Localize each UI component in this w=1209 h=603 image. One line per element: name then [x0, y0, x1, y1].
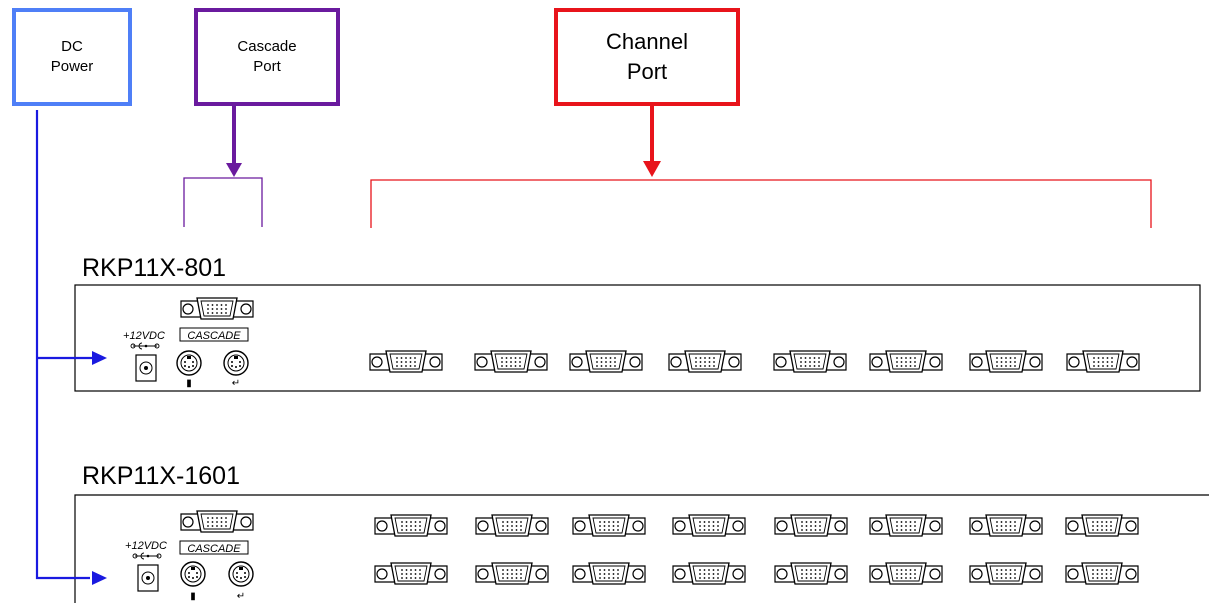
cascade-label-frame-1601 — [179, 540, 249, 555]
dc-arrowhead-801 — [92, 351, 107, 365]
channel-bracket — [370, 179, 1152, 228]
dc-power-label-line2: Power — [50, 58, 94, 75]
channel-port-1601-14 — [869, 562, 943, 585]
channel-port-1601-3 — [572, 514, 646, 537]
channel-port-label-box: Channel Port — [554, 8, 740, 106]
channel-port-label-line1: Channel — [606, 29, 688, 55]
channel-port-label-line2: Port — [626, 59, 668, 84]
mouse-icon-801: ↵ — [232, 378, 240, 389]
polarity-icon-1601 — [132, 552, 162, 560]
cascade-port-label-line2: Port — [253, 58, 281, 75]
ps2-mouse-port-1601 — [228, 561, 254, 587]
channel-arrowhead — [643, 161, 661, 177]
cascade-port-label-line1: Cascade — [237, 37, 297, 55]
dc-arrowhead-1601 — [92, 571, 107, 585]
channel-port-1601-4 — [672, 514, 746, 537]
ps2-keyboard-port-1601 — [180, 561, 206, 587]
channel-port-1601-7 — [969, 514, 1043, 537]
keyboard-icon-801: ▮ — [186, 378, 192, 389]
ps2-mouse-port-801 — [223, 350, 249, 376]
dc-power-label-line1: DC — [61, 37, 83, 55]
cascade-label-801: CASCADE — [187, 330, 241, 342]
channel-port-1601-9 — [374, 562, 448, 585]
model-title-801: RKP11X-801 — [82, 254, 227, 282]
cascade-label-frame-801 — [179, 327, 249, 342]
channel-port-1601-12 — [672, 562, 746, 585]
channel-port-1601-13 — [774, 562, 848, 585]
channel-port-1601-10 — [475, 562, 549, 585]
mouse-icon-1601: ↵ — [237, 591, 245, 602]
dc-jack-1601 — [137, 564, 159, 592]
cascade-vga-port-1601 — [180, 510, 254, 533]
cascade-label-1601: CASCADE — [187, 543, 241, 555]
unit-panel-1601 — [74, 494, 1209, 603]
ps2-keyboard-port-801 — [176, 350, 202, 376]
channel-port-1601-2 — [475, 514, 549, 537]
channel-port-1601-1 — [374, 514, 448, 537]
channel-port-1601-8 — [1065, 514, 1139, 537]
power-label-1601: +12VDC — [125, 540, 167, 552]
channel-port-1601-6 — [869, 514, 943, 537]
dc-power-line — [35, 110, 90, 580]
cascade-port-label-box: Cascade Port — [194, 8, 340, 106]
power-label-801: +12VDC — [123, 330, 165, 342]
keyboard-icon-1601: ▮ — [190, 591, 196, 602]
channel-port-1601-11 — [572, 562, 646, 585]
unit-panel-801 — [74, 284, 1201, 392]
channel-port-1601-5 — [774, 514, 848, 537]
cascade-arrowhead — [226, 163, 242, 177]
model-title-1601: RKP11X-1601 — [82, 462, 240, 490]
dc-power-label-box: DC Power — [12, 8, 132, 106]
dc-jack-801 — [135, 354, 157, 382]
channel-port-1601-15 — [969, 562, 1043, 585]
channel-port-1601-16 — [1065, 562, 1139, 585]
cascade-bracket — [183, 177, 263, 227]
